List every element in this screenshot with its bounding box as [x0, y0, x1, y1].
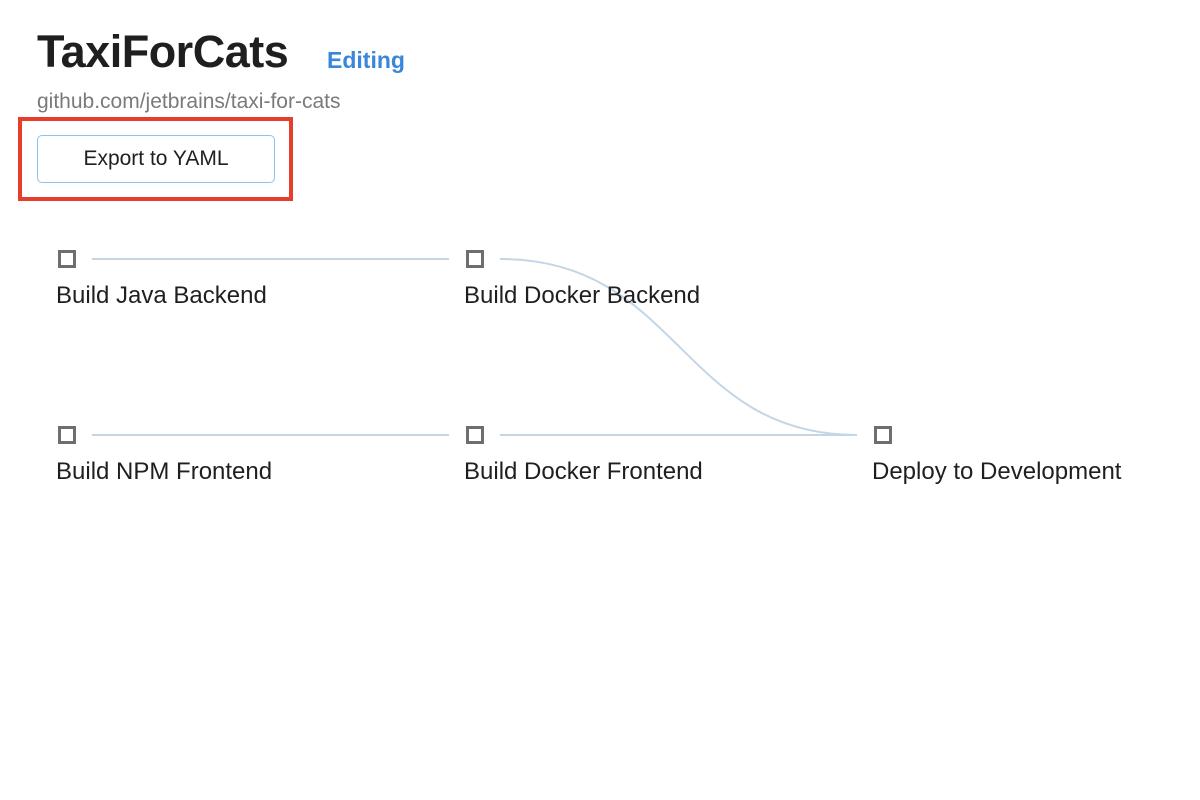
step-label-docker-frontend[interactable]: Build Docker Frontend [464, 458, 703, 485]
step-label-deploy-development[interactable]: Deploy to Development [872, 458, 1122, 485]
step-label-docker-backend[interactable]: Build Docker Backend [464, 282, 701, 309]
status-badge: Editing [327, 47, 405, 73]
step-checkbox-docker-backend[interactable] [466, 250, 484, 268]
step-checkbox-deploy-development[interactable] [874, 426, 892, 444]
export-to-yaml-button[interactable]: Export to YAML [37, 135, 275, 183]
step-label-npm-frontend[interactable]: Build NPM Frontend [56, 458, 273, 485]
step-label-java-backend[interactable]: Build Java Backend [56, 282, 267, 309]
repo-url: github.com/jetbrains/taxi-for-cats [37, 90, 341, 113]
step-checkbox-java-backend[interactable] [58, 250, 76, 268]
step-checkbox-npm-frontend[interactable] [58, 426, 76, 444]
highlight-box [18, 117, 293, 201]
page-title: TaxiForCats [37, 26, 289, 77]
step-checkbox-docker-frontend[interactable] [466, 426, 484, 444]
